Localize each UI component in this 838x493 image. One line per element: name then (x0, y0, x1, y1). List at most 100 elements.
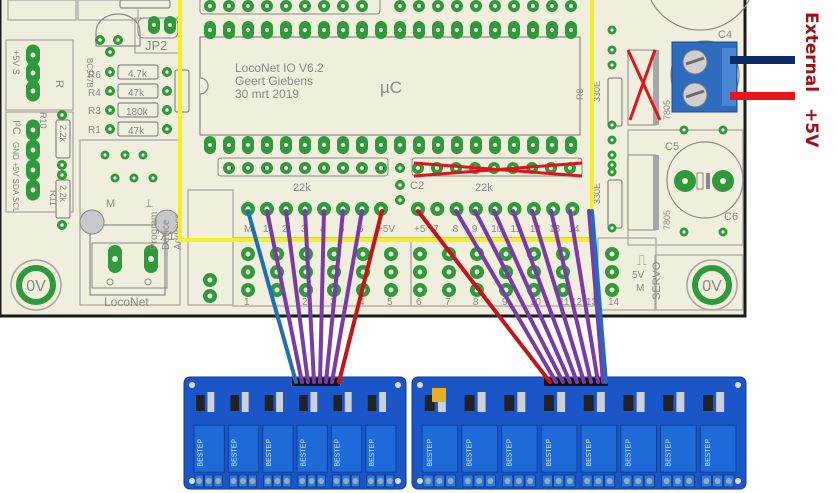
pad-hole (274, 287, 280, 293)
pad-hole (98, 38, 102, 42)
relay-brand: BESTEP (546, 439, 553, 467)
pad-hole (302, 142, 308, 148)
screw (464, 478, 471, 484)
relay (461, 424, 498, 473)
pad-hole (30, 52, 36, 58)
screw (504, 478, 511, 484)
screw (436, 478, 443, 484)
optocoupler (264, 395, 274, 411)
pad-hole (165, 127, 169, 131)
pad-hole (511, 27, 517, 33)
relay-brand: BESTEP (506, 439, 513, 467)
pad-hole (283, 27, 289, 33)
pad-hole (531, 287, 537, 293)
screw (367, 478, 374, 484)
highlight-box (178, 0, 594, 242)
pad-hole (609, 251, 615, 257)
pad-hole (568, 3, 574, 9)
wire (590, 209, 608, 384)
pad-hole (416, 3, 422, 9)
r8-label: R8 (575, 88, 585, 100)
mcu-notch (199, 77, 209, 95)
board-author: Geert Giebens (235, 74, 313, 88)
pad-hole (454, 3, 460, 9)
pad-hole (321, 165, 327, 171)
servo-5v-label: 5V (632, 270, 645, 281)
optocoupler (230, 395, 240, 411)
pad-hole (359, 27, 365, 33)
pad-hole (492, 142, 498, 148)
pad-hole (610, 226, 614, 230)
pad-hole (721, 230, 725, 234)
pad-hole (245, 3, 251, 9)
optocoupler (703, 395, 713, 411)
relay (365, 424, 397, 473)
relay-brand: BESTEP (467, 439, 474, 467)
r3-label: R3 (88, 106, 101, 117)
optocoupler (623, 395, 634, 411)
pad-hole (207, 27, 213, 33)
pad-hole (30, 147, 36, 153)
pad-hole (60, 173, 64, 177)
pad-hole (30, 88, 36, 94)
led (676, 392, 685, 412)
pad-hole (610, 123, 614, 127)
pad-hole (610, 170, 614, 174)
led (241, 392, 249, 412)
mount-hole (395, 478, 401, 484)
optocoupler (299, 395, 308, 411)
screw (425, 478, 432, 484)
wire (530, 209, 586, 384)
pad-hole (264, 27, 270, 33)
pad-hole (378, 142, 384, 148)
r10-label: R10 (38, 112, 48, 129)
relay-brand: BESTEP (626, 439, 633, 467)
terminal-block-c4 (671, 41, 738, 113)
io-bottom-label: 14 (608, 297, 620, 308)
screw (686, 478, 693, 484)
wire (549, 209, 593, 384)
ground-terminal-left: 0V (10, 259, 62, 311)
mount-hole (417, 478, 423, 484)
r1-value: 47k (128, 126, 145, 137)
pad-hole (245, 27, 251, 33)
pad-hole (549, 142, 555, 148)
regulator2-label: 7805 (662, 210, 672, 230)
wire (492, 209, 572, 384)
io-top-label: 1 (263, 224, 269, 235)
screw (663, 478, 670, 484)
wire (568, 209, 600, 384)
resistor-network-bottom-left (217, 157, 389, 177)
io-top-label: +5 (414, 224, 426, 235)
led (517, 392, 526, 412)
relay (193, 424, 225, 473)
pad-hole (416, 27, 422, 33)
io-top-label: 10 (491, 224, 503, 235)
external-label: External (801, 12, 821, 92)
screw (714, 478, 721, 484)
c5-label: C5 (665, 141, 679, 153)
pad-hole (165, 89, 169, 93)
r11-label: R11 (48, 190, 58, 206)
pad-hole (530, 3, 536, 9)
pad-hole (549, 3, 555, 9)
screw (215, 478, 222, 484)
servo-label: SERVO (651, 261, 663, 300)
io-bottom-label: 2 (302, 297, 308, 308)
io-bottom-label: 9 (502, 297, 508, 308)
pad-hole (123, 153, 127, 157)
pad-hole (360, 269, 366, 275)
screw (308, 478, 315, 484)
relay (620, 424, 657, 473)
pad-hole (302, 165, 308, 171)
wire (416, 209, 552, 384)
io-bottom-label: 8 (473, 297, 479, 308)
screw (377, 478, 384, 484)
screw (623, 478, 630, 484)
pad-hole (116, 38, 120, 42)
pad-hole (226, 3, 232, 9)
pad-hole (245, 165, 251, 171)
pad-hole (609, 287, 615, 293)
screw (283, 478, 290, 484)
